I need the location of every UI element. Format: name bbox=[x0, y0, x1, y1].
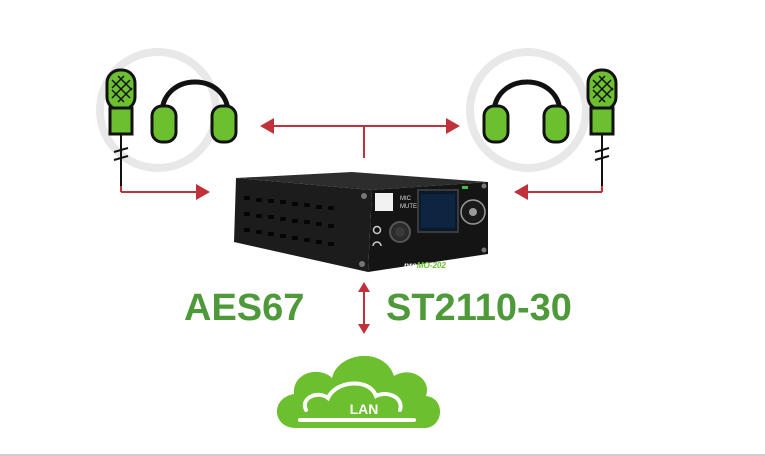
headphone-jack-icon bbox=[372, 241, 382, 247]
right-headphones-icon bbox=[482, 79, 570, 144]
device-vent-holes bbox=[244, 196, 334, 246]
right-headset-icon bbox=[466, 48, 618, 186]
network-label: LAN bbox=[350, 401, 379, 417]
protocol-label-aes67: AES67 bbox=[184, 287, 304, 329]
left-microphone-icon bbox=[105, 68, 137, 186]
mic-mute-button: MIC MUTE bbox=[375, 193, 417, 211]
right-headset-halo bbox=[466, 48, 590, 172]
right-mic-input-arrow bbox=[514, 184, 603, 200]
bottom-divider bbox=[0, 454, 765, 456]
output-arrow-to-headphones bbox=[260, 118, 460, 158]
headphone-jack bbox=[372, 225, 382, 235]
cloud-icon: LAN bbox=[276, 355, 441, 428]
mic-label: MIC bbox=[400, 196, 412, 202]
left-headset-icon bbox=[96, 48, 238, 186]
right-microphone-icon bbox=[586, 68, 618, 186]
left-mic-input-arrow bbox=[120, 184, 210, 200]
protocol-label-st2110: ST2110-30 bbox=[386, 287, 572, 329]
mute-label: MUTE bbox=[400, 204, 417, 210]
double-arrow-icon bbox=[358, 282, 370, 334]
status-led bbox=[462, 186, 468, 189]
intercom-device: MIC MUTE proMO-202 bbox=[234, 172, 488, 272]
device-brand: proMO-202 bbox=[403, 261, 446, 270]
left-headphones-icon bbox=[150, 79, 238, 144]
